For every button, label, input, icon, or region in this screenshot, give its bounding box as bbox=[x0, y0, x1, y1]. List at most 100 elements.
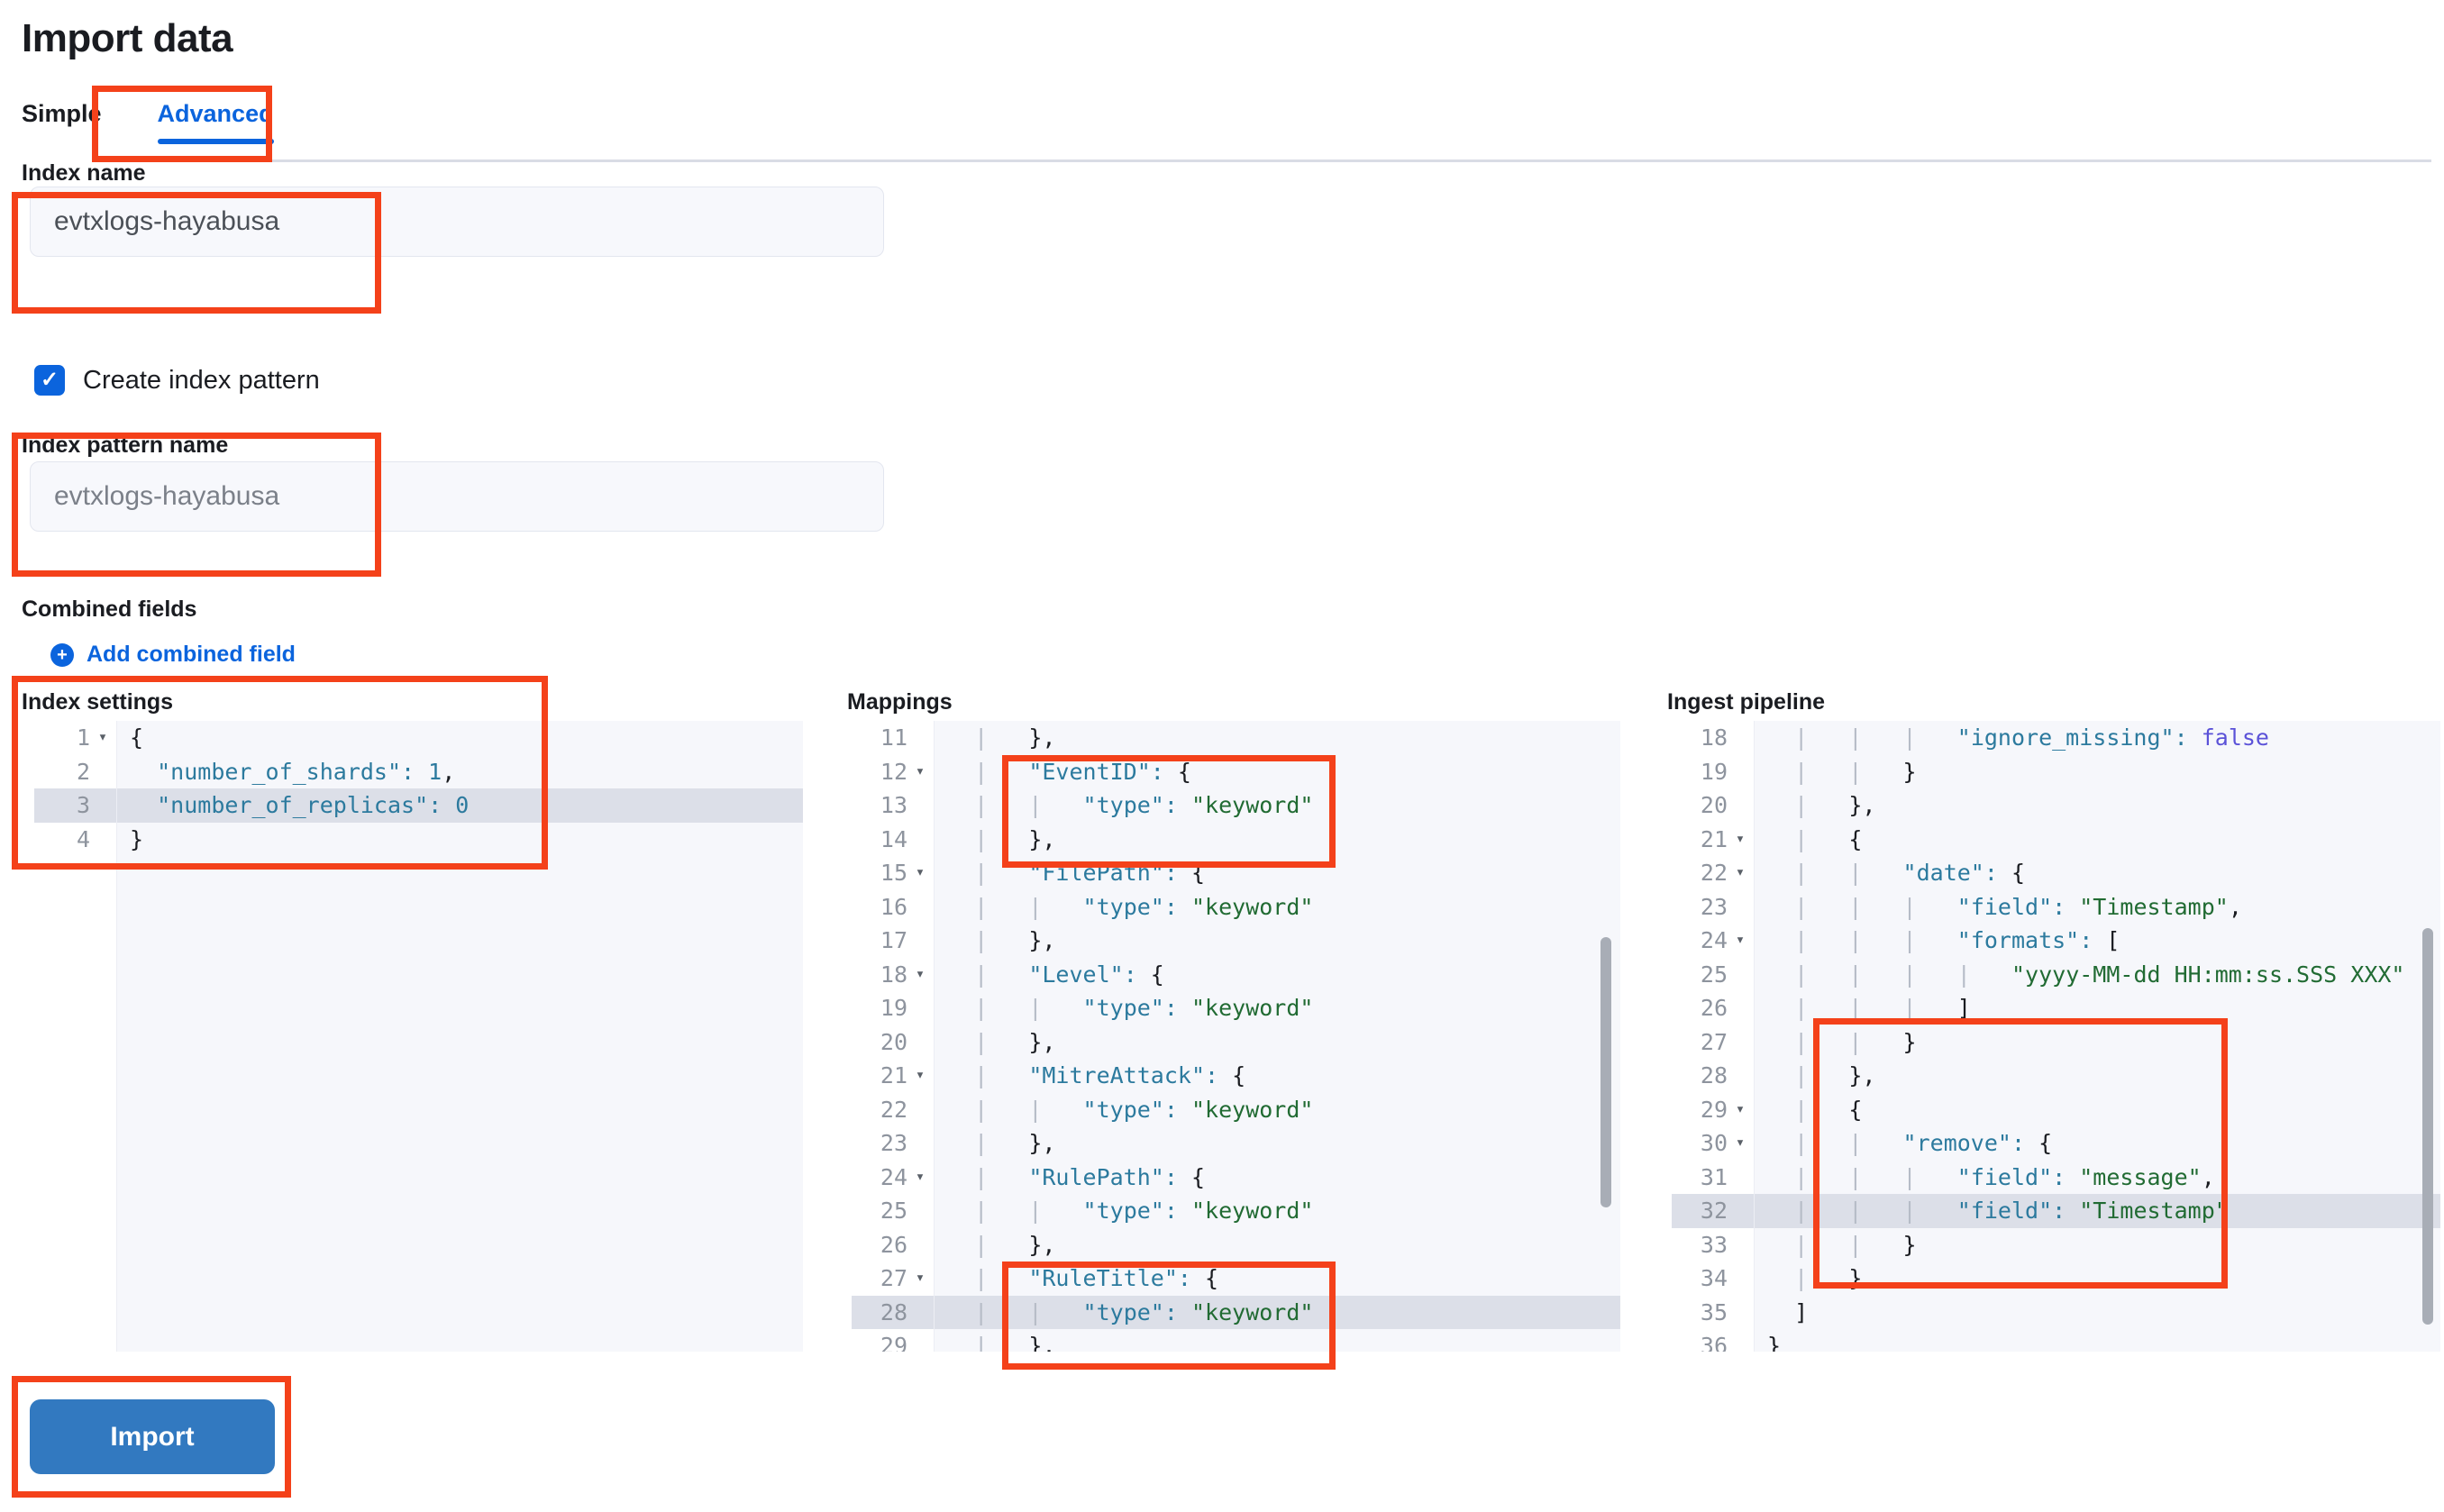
code-line[interactable]: } bbox=[1767, 1333, 1782, 1352]
code-line[interactable]: | | | "formats": [ bbox=[1794, 927, 2120, 953]
line-number: 15▾ bbox=[880, 860, 926, 886]
line-number: 29 bbox=[880, 1333, 907, 1352]
line-number: 36 bbox=[1700, 1333, 1728, 1352]
code-line[interactable]: | "RulePath": { bbox=[974, 1163, 1206, 1190]
code-line[interactable]: | | "type": "keyword" bbox=[974, 792, 1314, 818]
line-number: 3 bbox=[34, 788, 116, 823]
tab-advanced[interactable]: Advanced bbox=[129, 95, 303, 144]
code-line[interactable]: | { bbox=[1794, 825, 1863, 852]
line-number: 4 bbox=[76, 825, 90, 852]
line-number: 24▾ bbox=[1700, 927, 1746, 953]
ingest-pipeline-code[interactable]: | | | "ignore_missing": false | | } | },… bbox=[1755, 721, 2440, 1352]
line-number: 23 bbox=[880, 1130, 907, 1156]
code-line[interactable]: | }, bbox=[974, 1028, 1056, 1055]
code-line[interactable]: | | } bbox=[1794, 1231, 1917, 1258]
ingest-pipeline-scrollbar[interactable] bbox=[2422, 928, 2433, 1325]
line-number: 31 bbox=[1700, 1163, 1728, 1190]
line-number: 22▾ bbox=[1700, 860, 1746, 886]
code-line[interactable]: | }, bbox=[974, 1333, 1056, 1352]
index-name-label: Index name bbox=[22, 160, 146, 186]
line-number: 33 bbox=[1700, 1231, 1728, 1258]
code-line[interactable]: | | "type": "keyword" bbox=[974, 1096, 1314, 1123]
line-number: 27▾ bbox=[880, 1265, 926, 1291]
line-number: 16 bbox=[880, 893, 907, 920]
index-settings-code[interactable]: { "number_of_shards": 1, "number_of_repl… bbox=[117, 721, 803, 1352]
line-number: 18▾ bbox=[880, 961, 926, 988]
line-number: 20 bbox=[1700, 792, 1728, 818]
combined-fields-label: Combined fields bbox=[22, 597, 197, 622]
index-name-input[interactable]: evtxlogs-hayabusa bbox=[30, 187, 884, 257]
index-pattern-name-label: Index pattern name bbox=[22, 433, 229, 458]
code-line[interactable]: | }, bbox=[1794, 792, 1876, 818]
index-pattern-name-input[interactable]: evtxlogs-hayabusa bbox=[30, 461, 884, 532]
code-line[interactable]: | }, bbox=[974, 927, 1056, 953]
code-line[interactable]: | | | "ignore_missing": false bbox=[1794, 724, 2269, 751]
code-line[interactable]: | "Level": { bbox=[974, 961, 1164, 988]
code-line[interactable]: | | "remove": { bbox=[1794, 1130, 2053, 1156]
line-number: 11 bbox=[880, 724, 907, 751]
code-line[interactable]: | }, bbox=[974, 1231, 1056, 1258]
code-line[interactable]: | | | "field": "Timestamp", bbox=[1794, 893, 2242, 920]
line-number: 26 bbox=[1700, 995, 1728, 1021]
code-line[interactable]: | | | | "yyyy-MM-dd HH:mm:ss.SSS XXX" bbox=[1794, 961, 2405, 988]
code-line[interactable]: | | "type": "keyword" bbox=[974, 995, 1314, 1021]
line-number: 19 bbox=[1700, 758, 1728, 785]
line-number: 34 bbox=[1700, 1265, 1728, 1291]
line-number: 26 bbox=[880, 1231, 907, 1258]
code-line[interactable]: | | } bbox=[1794, 1028, 1917, 1055]
line-number: 19 bbox=[880, 995, 907, 1021]
line-number: 32 bbox=[1672, 1194, 1754, 1228]
line-number: 25 bbox=[1700, 961, 1728, 988]
code-line[interactable]: | | | "field": "message", bbox=[1794, 1163, 2215, 1190]
code-line[interactable]: ] bbox=[1767, 1298, 1809, 1325]
line-number: 29▾ bbox=[1700, 1096, 1746, 1123]
checkmark-icon: ✓ bbox=[34, 365, 65, 396]
import-button[interactable]: Import bbox=[30, 1399, 275, 1474]
code-line[interactable]: | | "type": "keyword" bbox=[974, 893, 1314, 920]
line-number: 22 bbox=[880, 1096, 907, 1123]
line-number: 17 bbox=[880, 927, 907, 953]
code-line[interactable]: "number_of_replicas": 0 bbox=[117, 788, 803, 823]
code-line[interactable]: | "MitreAttack": { bbox=[974, 1062, 1246, 1088]
create-index-pattern-checkbox[interactable]: ✓ Create index pattern bbox=[34, 365, 320, 396]
code-line[interactable]: | }, bbox=[974, 1130, 1056, 1156]
code-line[interactable]: { bbox=[130, 724, 144, 751]
line-number: 21▾ bbox=[880, 1062, 926, 1088]
line-number: 14 bbox=[880, 825, 907, 852]
line-number: 27 bbox=[1700, 1028, 1728, 1055]
tab-simple[interactable]: Simple bbox=[22, 100, 102, 127]
code-line[interactable]: } bbox=[130, 825, 144, 852]
code-line[interactable]: | "EventID": { bbox=[974, 758, 1191, 785]
plus-circle-icon: + bbox=[50, 642, 74, 667]
code-line[interactable]: | | "date": { bbox=[1794, 860, 2026, 886]
line-number: 13 bbox=[880, 792, 907, 818]
code-line[interactable]: | | | ] bbox=[1794, 995, 1971, 1021]
tab-divider bbox=[135, 159, 2431, 162]
ingest-pipeline-title: Ingest pipeline bbox=[1667, 689, 1826, 715]
code-line[interactable]: | "RuleTitle": { bbox=[974, 1265, 1219, 1291]
code-line[interactable]: | { bbox=[1794, 1096, 1863, 1123]
code-line[interactable]: "number_of_shards": 1, bbox=[157, 758, 456, 785]
code-line[interactable]: | | "type": "keyword" bbox=[935, 1295, 1620, 1329]
mappings-scrollbar[interactable] bbox=[1600, 937, 1611, 1207]
line-number: 1▾ bbox=[76, 724, 108, 751]
code-line[interactable]: | }, bbox=[974, 724, 1056, 751]
code-line[interactable]: | "FilePath": { bbox=[974, 860, 1206, 886]
code-line[interactable]: | | } bbox=[1794, 758, 1917, 785]
code-line[interactable]: | | "type": "keyword" bbox=[974, 1198, 1314, 1224]
line-number: 23 bbox=[1700, 893, 1728, 920]
line-number: 12▾ bbox=[880, 758, 926, 785]
code-line[interactable]: | | | "field": "Timestamp" bbox=[1755, 1194, 2440, 1228]
code-line[interactable]: | } bbox=[1794, 1265, 1863, 1291]
line-number: 28 bbox=[852, 1295, 934, 1329]
code-line[interactable]: | }, bbox=[1794, 1062, 1876, 1088]
line-number: 20 bbox=[880, 1028, 907, 1055]
add-combined-field-link[interactable]: + Add combined field bbox=[50, 642, 296, 668]
code-line[interactable]: | }, bbox=[974, 825, 1056, 852]
mappings-code[interactable]: | }, | "EventID": { | | "type": "keyword… bbox=[935, 721, 1620, 1352]
add-combined-field-text: Add combined field bbox=[87, 642, 296, 667]
